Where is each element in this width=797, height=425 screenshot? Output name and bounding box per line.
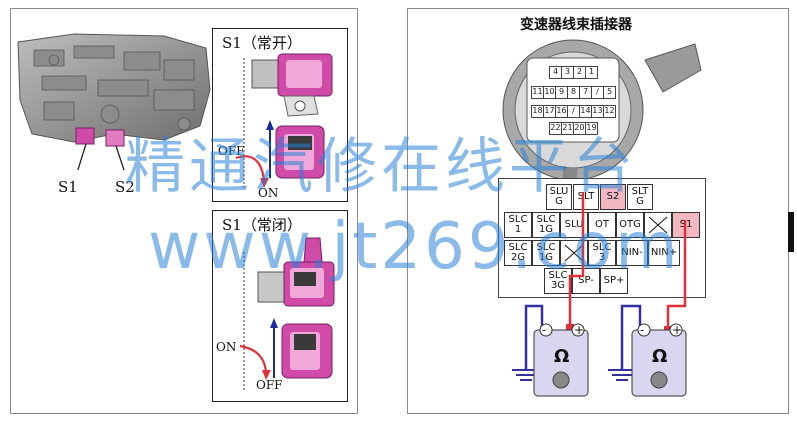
pin-cell: OTG	[616, 212, 644, 238]
page-edge-tab	[788, 212, 794, 252]
valve-body-illustration	[17, 33, 211, 170]
meter1-minus: -	[542, 323, 547, 337]
connector-pin: /	[591, 86, 604, 99]
blue-wire-2	[620, 304, 642, 370]
solenoid-closed-illustration	[239, 237, 335, 390]
test-wiring	[512, 192, 687, 397]
meter1-plus: +	[574, 323, 585, 337]
solenoid-open-illustration	[235, 53, 333, 190]
state-on-label-bottom: ON	[216, 340, 237, 354]
state-off-label-top: OFF	[218, 144, 245, 158]
meter2-minus: -	[640, 323, 645, 337]
inset-normally-open-title: S1（常开）	[222, 34, 302, 52]
pin-cell: OT	[588, 212, 616, 238]
connector-pin: 5	[603, 86, 616, 99]
solenoid-s2-mark	[105, 129, 125, 147]
connector-pin: 12	[603, 105, 616, 118]
solenoid-label-s1: S1	[58, 178, 78, 196]
pin-cell: NIN-	[616, 240, 648, 266]
solenoid-label-s2: S2	[115, 178, 135, 196]
state-on-label-top: ON	[258, 186, 279, 200]
red-wire-s1	[666, 220, 687, 332]
connector-pin: 1	[585, 66, 598, 79]
red-probe-s2	[566, 324, 574, 332]
red-wire-s2	[568, 192, 585, 330]
pin-cell: SP-	[572, 268, 600, 294]
pin-cell	[644, 212, 672, 238]
ohmmeter-1	[533, 329, 589, 397]
ohmmeter-2	[631, 329, 687, 397]
blue-wire-1	[524, 304, 544, 370]
pin-cell: S2	[600, 184, 626, 210]
state-off-label-bottom: OFF	[256, 378, 283, 392]
pin-cell: SP+	[600, 268, 628, 294]
inset-normally-closed-title: S1（常闭）	[222, 216, 302, 234]
pin-cell: SLT	[573, 184, 599, 210]
pin-cell: NIN+	[648, 240, 680, 266]
connector-pin: 7	[579, 86, 592, 99]
solenoid-s1-mark	[75, 127, 95, 145]
connector-pin: 19	[585, 122, 598, 135]
meter2-plus: +	[672, 323, 683, 337]
connector-title: 变速器线束插接器	[520, 17, 632, 33]
connector-pin: 20	[573, 122, 586, 135]
meter1-ohm-symbol: Ω	[554, 346, 570, 367]
meter2-ohm-symbol: Ω	[652, 346, 668, 367]
